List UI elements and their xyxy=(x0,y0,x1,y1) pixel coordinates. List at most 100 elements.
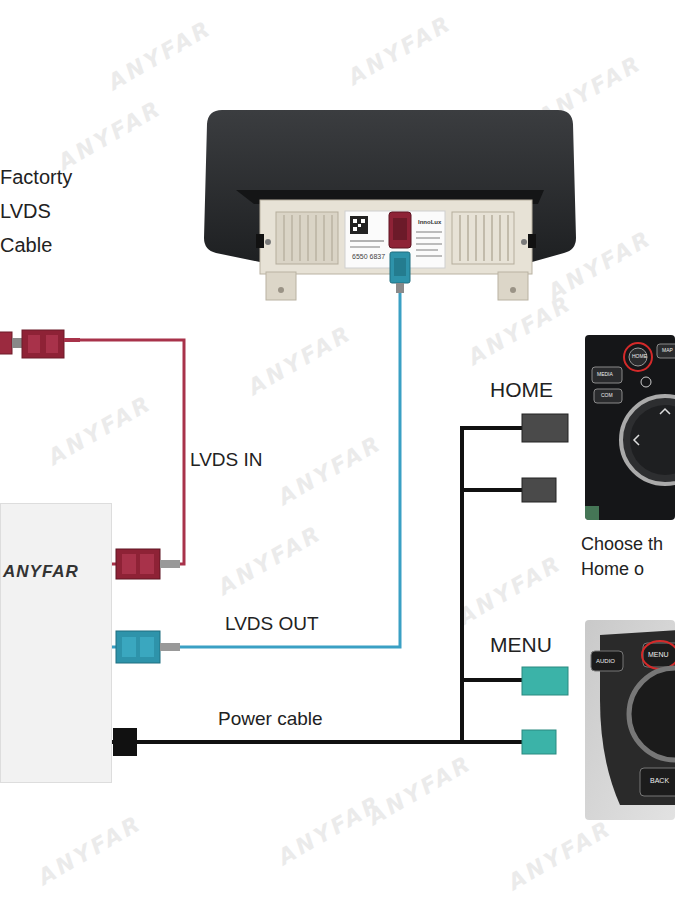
watermark: ANYFAR xyxy=(44,390,157,469)
rib-lines xyxy=(284,215,508,261)
screw xyxy=(521,239,527,245)
branch-wire xyxy=(478,426,524,430)
controller-photo xyxy=(585,620,675,820)
menu-connector: MENU xyxy=(480,630,575,760)
button-text: AUDIO xyxy=(596,658,615,665)
instruction-note: Choose th Home o xyxy=(581,532,675,582)
knob-arrow xyxy=(634,435,639,445)
rib-line xyxy=(499,215,501,261)
rib-line xyxy=(507,215,509,261)
connector-heading: HOME xyxy=(490,378,553,402)
watermark: ANYFAR xyxy=(34,810,147,889)
lvds-out-cable xyxy=(112,293,400,647)
rib-line xyxy=(483,215,485,261)
power-plug xyxy=(113,728,137,756)
lvds-plug-blue xyxy=(390,252,410,283)
watermark: ANYFAR xyxy=(464,290,577,369)
home-button xyxy=(629,348,647,366)
print-line xyxy=(416,243,442,244)
mount-tab xyxy=(266,272,296,300)
connector-ridge xyxy=(28,335,40,353)
socket-tail xyxy=(160,643,180,651)
com-button xyxy=(594,389,622,403)
socket-ridge xyxy=(140,637,154,657)
knob-arrow xyxy=(660,409,670,414)
box-connectors xyxy=(113,549,180,756)
rib-line xyxy=(467,215,469,261)
watermark: ANYFAR xyxy=(54,95,167,174)
cable-stub xyxy=(64,338,80,342)
button-text: MEDIA xyxy=(597,372,613,378)
rib-line xyxy=(459,215,461,261)
plug-inner xyxy=(394,258,406,276)
power-cable xyxy=(112,428,480,742)
interface-box: ANYFAR xyxy=(0,503,112,783)
watermark: ANYFAR xyxy=(364,750,477,829)
rib-line xyxy=(331,215,333,261)
menu-plug xyxy=(522,667,568,695)
cable-label: Power cable xyxy=(218,708,323,730)
socket-ridge xyxy=(122,554,136,574)
print-line xyxy=(350,240,384,241)
watermark: ANYFAR xyxy=(214,520,327,599)
control-knob xyxy=(621,396,675,484)
screen-illustration xyxy=(204,110,576,300)
factory-lvds-cable: Factorty LVDS Cable xyxy=(0,160,76,360)
socket-inner xyxy=(393,218,407,240)
button-text: MAP xyxy=(662,348,673,354)
label-sticker xyxy=(345,211,445,268)
qr-dot xyxy=(361,219,365,223)
rib-block xyxy=(452,212,514,264)
button-text: BACK xyxy=(650,777,669,785)
menu-plug xyxy=(522,730,556,754)
screen-unit: InnoLux6550 6837 xyxy=(205,108,575,293)
console-panel xyxy=(600,630,675,805)
print-line xyxy=(416,249,438,250)
connector-heading: MENU xyxy=(490,633,552,657)
part-number: 6550 6837 xyxy=(352,253,385,261)
qr-dot xyxy=(353,219,357,223)
socket-tail xyxy=(160,560,180,568)
rib-line xyxy=(291,215,293,261)
branch-wire xyxy=(478,740,524,744)
photo-background xyxy=(585,335,675,520)
rib-line xyxy=(323,215,325,261)
plug-tail xyxy=(396,283,404,293)
highlight-ring xyxy=(642,641,675,669)
rib-block xyxy=(276,212,338,264)
watermark: ANYFAR xyxy=(344,10,457,89)
housing-shelf xyxy=(236,190,544,204)
connector-piece xyxy=(0,332,12,354)
button-text: COM xyxy=(601,393,613,399)
watermark: ANYFAR xyxy=(274,430,387,509)
knob-top xyxy=(630,405,675,475)
socket-ridge xyxy=(140,554,154,574)
option-symbol xyxy=(641,377,651,387)
bracket xyxy=(528,234,536,248)
print-line xyxy=(416,255,442,256)
home-connector: HOME xyxy=(480,375,575,505)
watermark: ANYFAR xyxy=(104,15,217,94)
cable-label: LVDS IN xyxy=(190,449,263,471)
mount-hole xyxy=(278,287,284,293)
button-text: MENU xyxy=(648,651,669,659)
qr-code xyxy=(350,216,368,234)
rib-line xyxy=(299,215,301,261)
mount-hole xyxy=(510,287,516,293)
print-line xyxy=(350,246,380,247)
display-module xyxy=(260,200,532,274)
cable-label: LVDS OUT xyxy=(225,613,319,635)
socket-ridge xyxy=(122,637,136,657)
button-text: HOME xyxy=(632,354,647,360)
branch-wire xyxy=(460,488,524,492)
rib-line xyxy=(475,215,477,261)
connector-ridge xyxy=(46,335,58,353)
connector-group xyxy=(76,293,480,742)
control-knob xyxy=(629,668,675,760)
watermark: ANYFAR xyxy=(274,790,387,869)
brand-text: ANYFAR xyxy=(3,562,79,582)
qr-dot xyxy=(358,224,361,227)
